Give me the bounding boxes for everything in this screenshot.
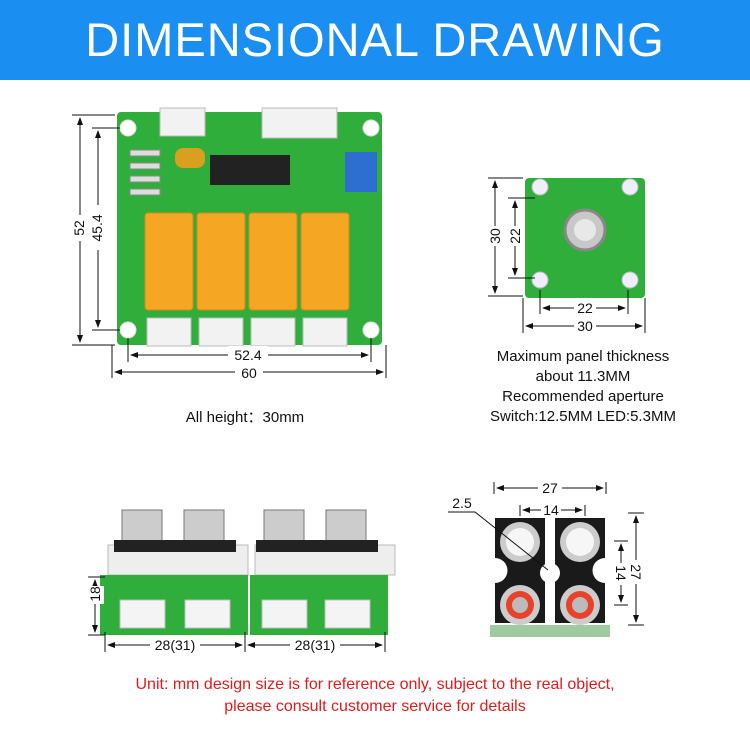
dim-switch-hole-height: 22 <box>507 228 523 244</box>
dim-jack-spacing-h: 14 <box>543 502 559 518</box>
dim-hole-width: 52.4 <box>234 347 261 363</box>
dim-width-60: 60 <box>241 365 257 381</box>
note-line: about 11.3MM <box>535 368 631 385</box>
dim-jack-height: 27 <box>628 564 644 580</box>
dim-switch-width: 30 <box>577 318 593 334</box>
dim-jack-hole: 2.5 <box>452 495 472 511</box>
note-line: Maximum panel thickness <box>496 348 670 365</box>
switch-board-image <box>525 178 645 298</box>
note-line: Recommended aperture <box>502 388 664 405</box>
rca-boards-image <box>100 509 396 635</box>
dim-switch-height: 30 <box>487 228 503 244</box>
dim-rca-width-2: 28(31) <box>295 637 335 653</box>
rca-jack-image <box>490 518 610 637</box>
switch-board-notes: Maximum panel thickness about 11.3MM Rec… <box>463 347 703 427</box>
dim-switch-hole-width: 22 <box>577 300 593 316</box>
all-height-note: All height：30mm <box>185 409 305 426</box>
dim-jack-spacing-v: 14 <box>613 565 629 581</box>
dim-jack-width: 27 <box>542 480 558 496</box>
dim-rca-height: 18 <box>87 586 103 602</box>
footer-note-line-2: please consult customer service for deta… <box>224 698 526 715</box>
dim-height-52: 52 <box>71 220 87 236</box>
dim-hole-height: 45.4 <box>89 214 105 241</box>
footer-note-line-1: Unit: mm design size is for reference on… <box>135 676 615 693</box>
relay-board-image <box>117 107 382 347</box>
page-title: DIMENSIONAL DRAWING <box>0 0 750 80</box>
dim-rca-width-1: 28(31) <box>155 637 195 653</box>
note-line: Switch:12.5MM LED:5.3MM <box>490 408 676 425</box>
